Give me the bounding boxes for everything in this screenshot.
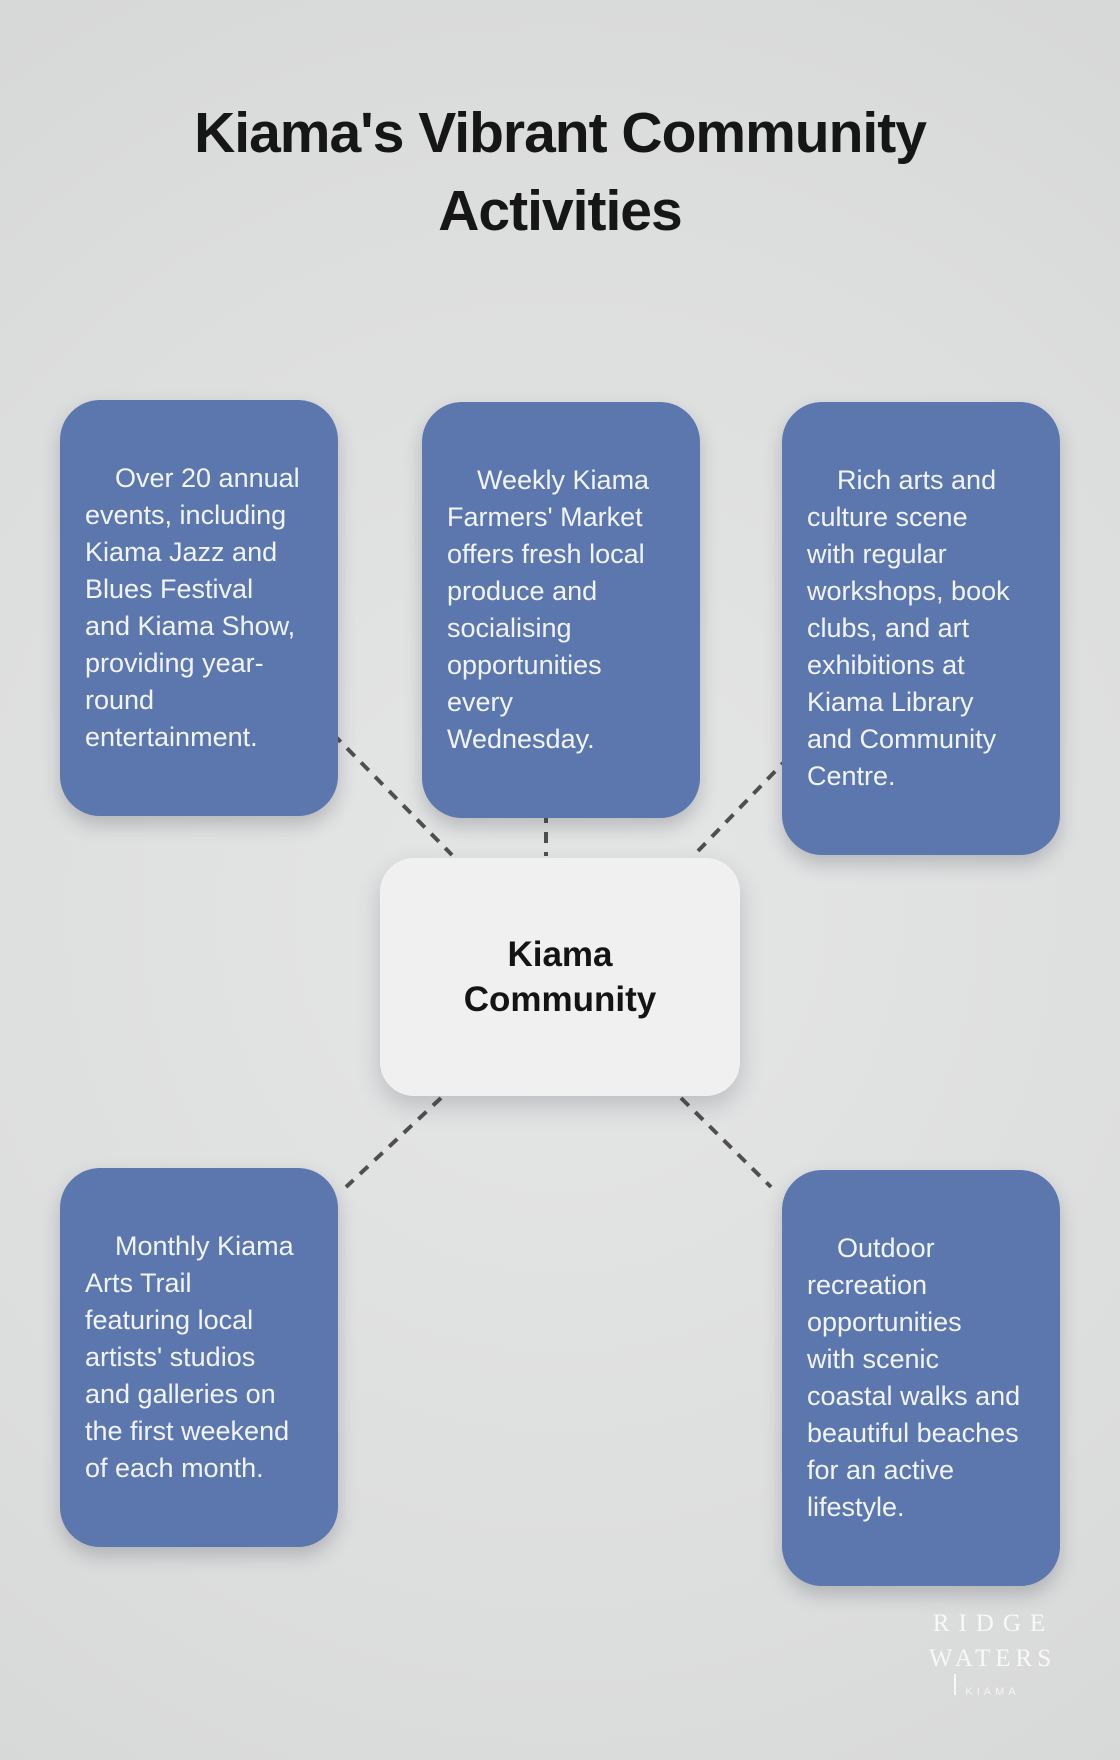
page-title: Kiama's Vibrant Community Activities bbox=[194, 101, 927, 243]
center-node-label: Kiama Community bbox=[463, 935, 657, 1019]
connector-bottom-left bbox=[344, 1096, 443, 1189]
node-annual-events-text: Over 20 annual events, including Kiama J… bbox=[85, 463, 300, 752]
brand-name-waters: WATERS bbox=[928, 1645, 1057, 1672]
connector-bottom-right bbox=[679, 1096, 773, 1189]
node-outdoor-recreation-text: Outdoor recreation opportunities with sc… bbox=[807, 1233, 1021, 1522]
node-arts-culture-text: Rich arts and culture scene with regular… bbox=[807, 465, 1010, 791]
brand-tagline: KIAMA bbox=[965, 1686, 1020, 1698]
brand-name-ridge: RIDGE bbox=[932, 1610, 1055, 1637]
connector-top-right bbox=[696, 755, 791, 853]
node-farmers-market: Weekly Kiama Farmers' Market offers fres… bbox=[422, 402, 700, 818]
brand-logo: RIDGE WATERS KIAMA bbox=[905, 1610, 1077, 1698]
center-node: Kiama Community bbox=[380, 858, 740, 1096]
brand-letter-flourish bbox=[954, 1674, 956, 1695]
node-annual-events: Over 20 annual events, including Kiama J… bbox=[60, 400, 338, 816]
node-arts-trail: Monthly Kiama Arts Trail featuring local… bbox=[60, 1168, 338, 1547]
node-arts-culture: Rich arts and culture scene with regular… bbox=[782, 402, 1060, 855]
connector-top-left bbox=[331, 732, 454, 857]
node-arts-trail-text: Monthly Kiama Arts Trail featuring local… bbox=[85, 1231, 294, 1483]
node-farmers-market-text: Weekly Kiama Farmers' Market offers fres… bbox=[447, 465, 650, 754]
node-outdoor-recreation: Outdoor recreation opportunities with sc… bbox=[782, 1170, 1060, 1586]
